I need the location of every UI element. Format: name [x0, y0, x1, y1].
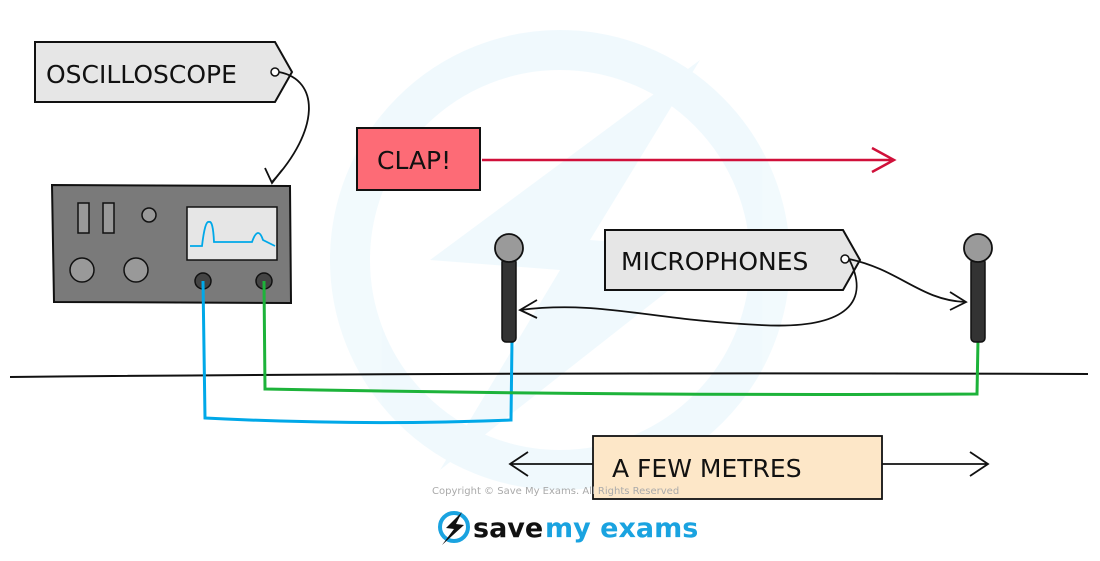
oscilloscope — [50, 183, 293, 305]
oscilloscope-tag: OSCILLOSCOPE — [34, 41, 310, 185]
ground-line — [9, 372, 1089, 378]
blue-wire — [201, 280, 514, 425]
waveform — [190, 220, 276, 247]
logo-text-save: save — [473, 513, 543, 544]
sound-arrow — [482, 146, 897, 174]
lightning-icon — [438, 511, 470, 543]
microphone-left — [494, 233, 524, 343]
distance-label: A FEW METRES — [612, 454, 802, 483]
microphones-label: MICROPHONES — [621, 247, 808, 276]
clap-box: CLAP! — [356, 127, 481, 191]
clap-label: CLAP! — [377, 146, 451, 175]
oscilloscope-label: OSCILLOSCOPE — [46, 60, 237, 89]
copyright-text: Copyright © Save My Exams. All Rights Re… — [432, 486, 679, 497]
logo-text-my-exams: my exams — [545, 513, 698, 544]
distance-arrow — [508, 451, 990, 477]
microphone-right — [963, 233, 993, 343]
distance-box: A FEW METRES — [592, 435, 883, 500]
microphones-tag: MICROPHONES — [518, 229, 968, 327]
green-wire — [262, 280, 980, 396]
oscilloscope-screen — [186, 206, 278, 261]
save-my-exams-logo: save my exams — [438, 511, 698, 545]
